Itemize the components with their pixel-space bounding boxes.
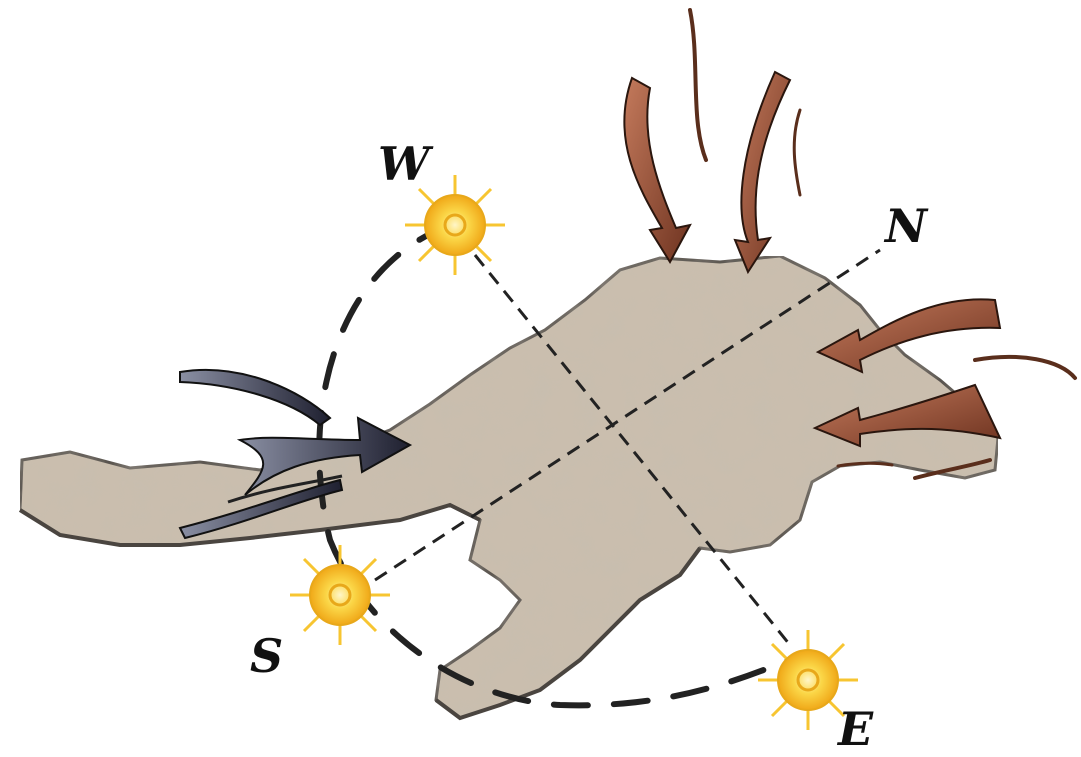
compass-label-south: S	[250, 629, 283, 683]
terrain-shape	[20, 256, 998, 718]
warm-wind-arrow	[624, 10, 800, 272]
compass-label-east: E	[836, 702, 874, 756]
compass-label-west: W	[378, 137, 434, 191]
compass-label-north: N	[883, 199, 929, 253]
sun-icon-south	[290, 545, 390, 645]
